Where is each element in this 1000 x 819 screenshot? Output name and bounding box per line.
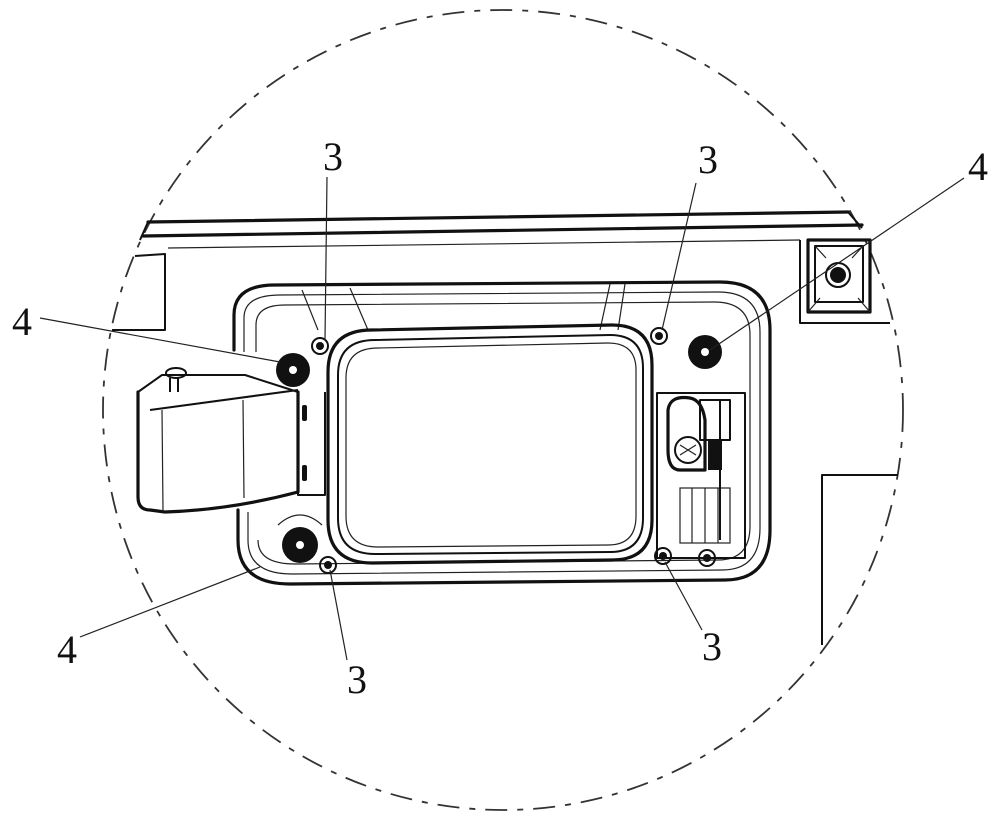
fasteners-part-4	[276, 335, 722, 563]
callout-label-4-left: 4	[12, 299, 32, 344]
hinge-arm	[136, 367, 326, 514]
latch-mechanism	[656, 392, 746, 559]
screws-part-3	[311, 327, 716, 574]
detail-circle	[102, 9, 904, 811]
callout-label-3-top-left: 3	[323, 134, 343, 179]
callout-label-3-bottom-left: 3	[347, 657, 367, 702]
callout-label-3-top-right: 3	[698, 137, 718, 182]
callout-label-3-bottom-right: 3	[702, 624, 722, 669]
body-panel-top	[112, 210, 898, 645]
door-frame	[232, 280, 772, 586]
callout-label-4-bottom-left: 4	[57, 627, 77, 672]
corner-fastener-box	[806, 238, 872, 314]
inner-opening	[326, 323, 654, 565]
callout-label-4-top-right: 4	[968, 144, 988, 189]
leader-lines	[39, 176, 965, 661]
